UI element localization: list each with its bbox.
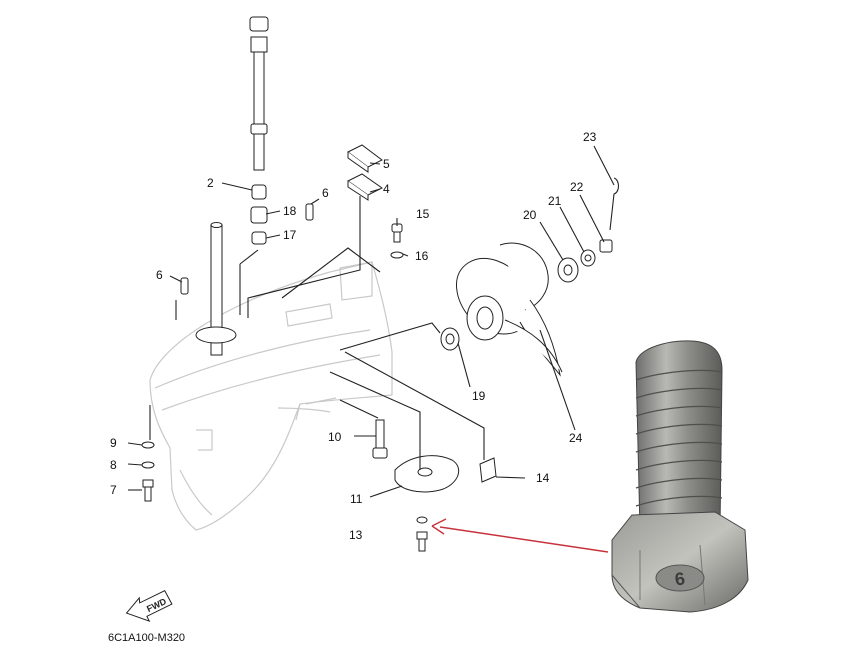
- bolt-threads: [635, 369, 723, 507]
- callout-22: 22: [570, 180, 584, 194]
- callout-11: 11: [350, 492, 363, 506]
- callout-17: 17: [283, 228, 297, 242]
- bolts-7-8-9: [141, 441, 155, 502]
- callout-4: 4: [383, 182, 390, 196]
- callout-10: 10: [328, 430, 342, 444]
- callout-14: 14: [536, 471, 550, 485]
- callout-15: 15: [416, 207, 430, 221]
- callout-9: 9: [110, 436, 117, 450]
- trim-tab-11: [394, 455, 460, 493]
- dowel-pins: [180, 203, 314, 295]
- bolt-and-washer-15-16: [390, 223, 404, 259]
- callout-21: 21: [548, 194, 562, 208]
- callout-2: 2: [207, 176, 214, 190]
- thrust-washer: [440, 327, 460, 351]
- leader-lines: [127, 145, 615, 498]
- anode-14: [479, 457, 497, 483]
- bolt-photo: 6: [611, 340, 749, 613]
- bolt-head-mark: 6: [674, 568, 687, 589]
- callout-7: 7: [110, 483, 117, 497]
- callout-20: 20: [523, 208, 537, 222]
- bolt-13: [416, 516, 428, 552]
- propeller: [455, 242, 563, 377]
- forward-direction-arrow: FWD: [125, 589, 173, 623]
- callout-18: 18: [283, 204, 297, 218]
- callout-19: 19: [472, 389, 486, 403]
- callout-24: 24: [569, 431, 583, 445]
- callout-16: 16: [415, 249, 429, 263]
- drive-shaft: [195, 222, 237, 356]
- cotter-pin: [609, 177, 620, 231]
- callout-23: 23: [583, 130, 597, 144]
- bolt-10: [372, 419, 388, 459]
- gearcase-housing: [149, 261, 393, 531]
- callout-5: 5: [383, 157, 390, 171]
- seal-parts: [347, 144, 383, 201]
- callout-8: 8: [110, 458, 117, 472]
- spacer-washer-nut: [557, 239, 613, 283]
- highlight-arrow: [431, 518, 609, 553]
- water-tube-assembly: [249, 16, 269, 171]
- callout-numbers: 2 18 17 6 6 5 4 15 16 23 22 21 20 19 24 …: [110, 130, 597, 542]
- callout-6-upper: 6: [322, 186, 329, 200]
- bushing-stack: [250, 184, 268, 245]
- drawing-code: 6C1A100-M320: [108, 632, 185, 644]
- callout-6-lower: 6: [156, 268, 163, 282]
- callout-13: 13: [349, 528, 363, 542]
